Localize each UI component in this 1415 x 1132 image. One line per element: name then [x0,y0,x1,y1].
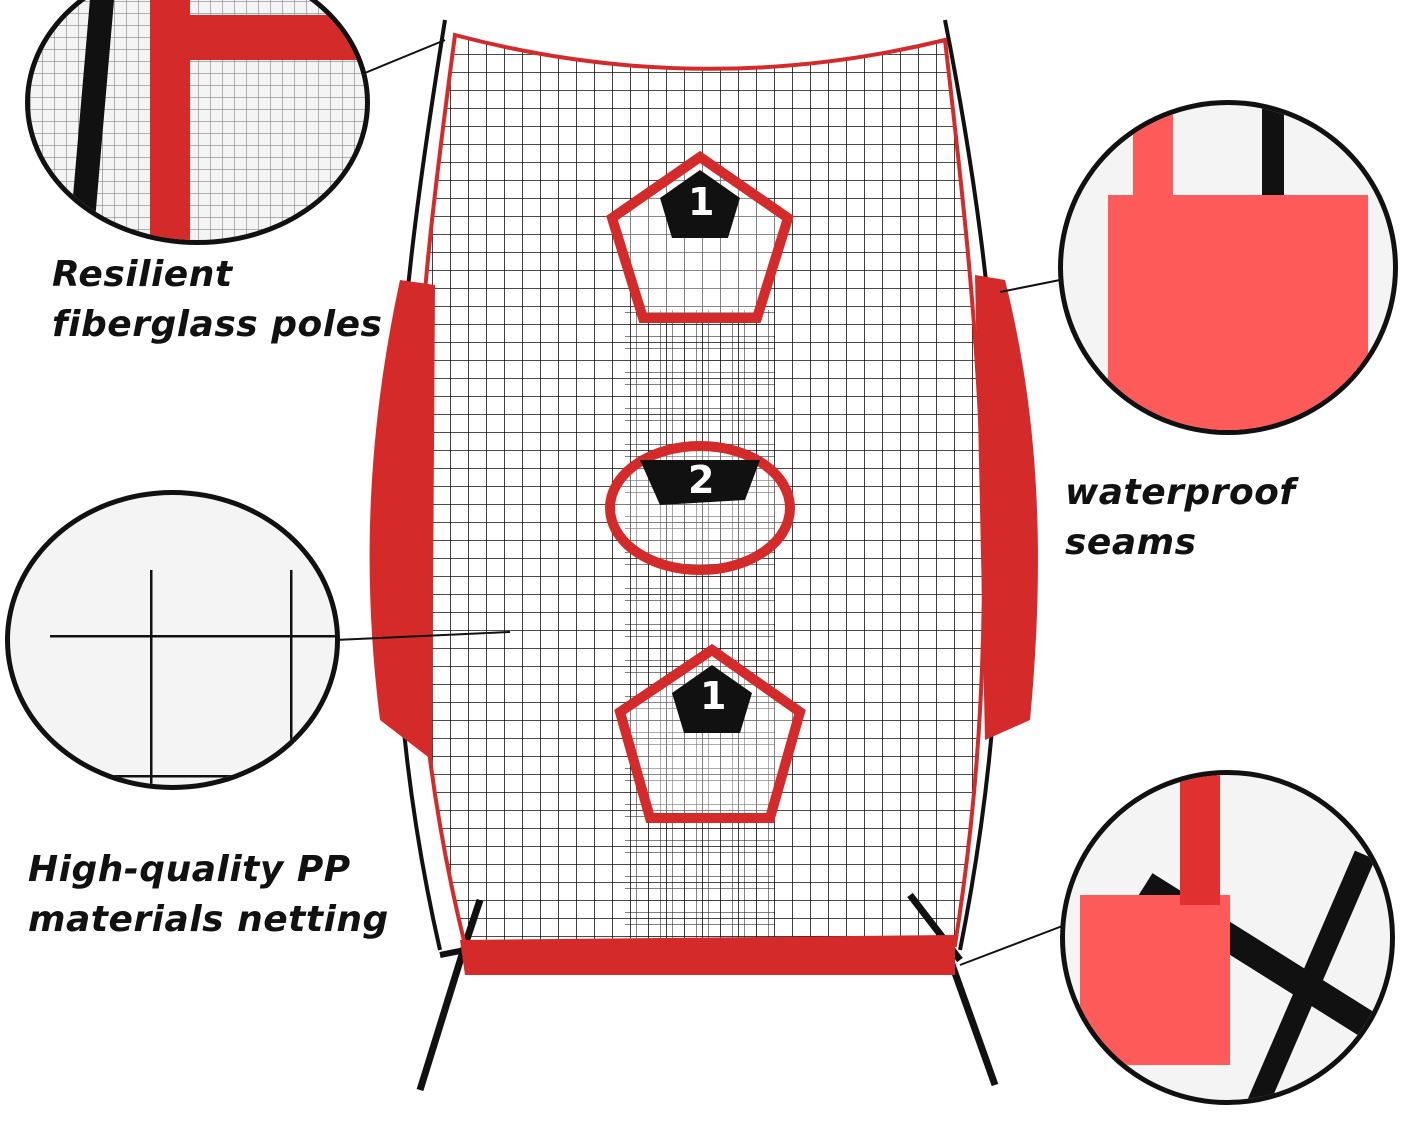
target-pentagon-top [606,150,794,323]
detail-circle-netting [5,490,340,790]
target-oval [605,441,795,575]
callout-line-2: fiberglass poles [52,304,383,345]
target-number-1-bottom: 1 [700,674,727,718]
target-pentagon-bottom [614,643,806,823]
callout-text: waterproof seams [1065,472,1296,563]
target-number-1-top: 1 [688,180,715,224]
callout-line-2: materials netting [28,899,389,940]
callout-fiberglass-poles: Resilient fiberglass poles [52,250,382,350]
target-number-2: 2 [688,458,715,502]
callout-waterproof-seams: waterproof seams [1065,468,1415,568]
callout-pp-netting: High-quality PP materials netting [28,845,389,945]
detail-circle-base [1060,770,1395,1105]
detail-circle-seam [1058,100,1398,435]
callout-line-1: High-quality PP [28,849,351,890]
detail-circle-pole [25,0,370,245]
callout-line-1: Resilient [52,254,233,295]
